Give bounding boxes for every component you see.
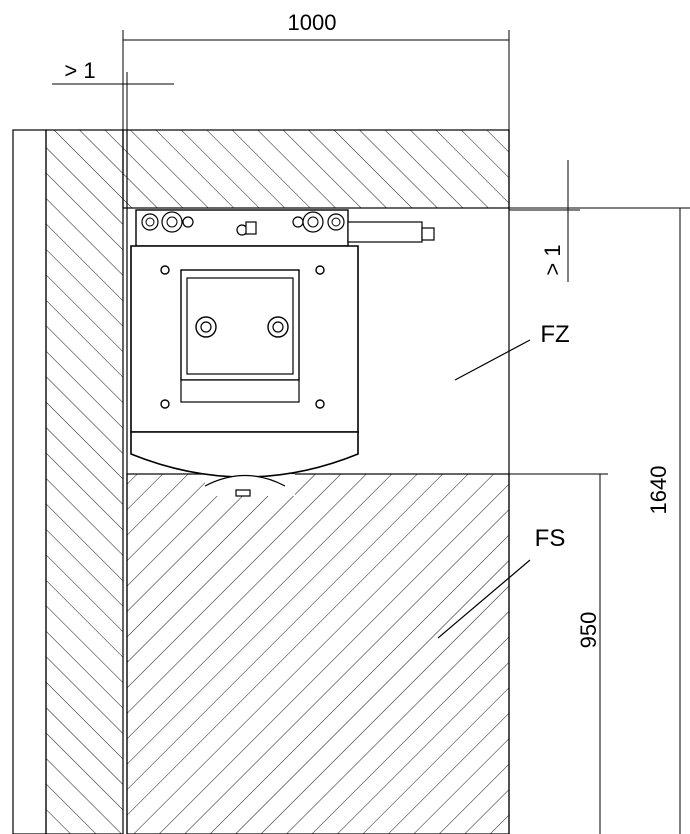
label-fs: FS <box>535 525 566 552</box>
device-housing <box>130 209 435 497</box>
label-fz: FZ <box>540 321 569 348</box>
fz-leader-line <box>454 339 531 381</box>
fs-leader-line <box>437 559 531 639</box>
dim-height-total-label: 1640 <box>646 466 671 515</box>
dim-width-total-label: 1000 <box>288 10 337 35</box>
dim-height-lower-label: 950 <box>576 612 601 649</box>
dimension-lines <box>52 30 690 834</box>
dim-top-gap-label: > 1 <box>540 244 565 275</box>
dim-side-gap-label: > 1 <box>64 58 95 83</box>
left-wall <box>12 129 128 834</box>
ceiling <box>122 129 510 209</box>
lower-block-fs <box>126 473 510 834</box>
